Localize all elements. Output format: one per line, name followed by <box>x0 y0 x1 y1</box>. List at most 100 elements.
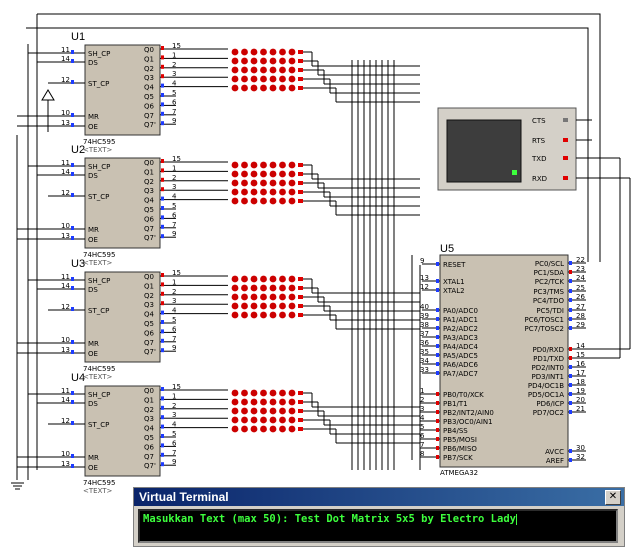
pin-state-indicator <box>569 289 572 293</box>
led-dot <box>241 197 248 205</box>
led-dot <box>260 48 267 56</box>
pin-number: 6 <box>172 325 177 333</box>
pin-number: 9 <box>172 230 176 238</box>
pin-label: PC2/TCK <box>535 278 565 286</box>
led-dot <box>250 425 258 433</box>
terminal-output: Masukkan Text (max 50): Test Dot Matrix … <box>143 513 516 525</box>
pin-number: 26 <box>576 293 585 301</box>
pin-number: 35 <box>420 348 429 356</box>
pin-number: 12 <box>61 189 70 197</box>
led-dot <box>250 179 258 187</box>
pin-state-indicator <box>569 365 572 369</box>
pin-label: Q3 <box>144 301 154 309</box>
pin-state-indicator <box>436 262 439 266</box>
pin-state-indicator <box>436 335 439 339</box>
pin-number: 10 <box>61 450 70 458</box>
pin-state-indicator <box>161 443 164 448</box>
led-dot <box>250 197 258 205</box>
terminal-screen[interactable]: Masukkan Text (max 50): Test Dot Matrix … <box>138 509 618 543</box>
pin-state-indicator <box>161 111 164 116</box>
pin-label: MR <box>88 226 99 234</box>
pin-label: PA7/ADC7 <box>443 370 478 378</box>
pin-state-indicator <box>161 273 164 277</box>
pin-label: Q2 <box>144 178 154 186</box>
pin-number: 23 <box>576 265 585 273</box>
pin-state-indicator <box>298 286 303 290</box>
led-dot <box>241 416 248 424</box>
pin-label: Q1 <box>144 396 154 404</box>
pin-label: DS <box>88 286 98 294</box>
pin-state-indicator <box>161 415 164 420</box>
led-dot <box>269 197 277 205</box>
pin-number: 8 <box>420 450 424 458</box>
pin-state-indicator <box>71 50 74 54</box>
pin-number: 19 <box>576 387 585 395</box>
pin-number: 10 <box>61 222 70 230</box>
pin-label: Q1 <box>144 168 154 176</box>
shift-register-ref: U4 <box>71 372 85 384</box>
led-dot <box>288 75 296 83</box>
led-dot <box>260 425 267 433</box>
shift-register-3[interactable] <box>84 271 161 363</box>
led-dot <box>231 84 239 92</box>
pin-number: 20 <box>576 396 585 404</box>
shift-register-4[interactable] <box>84 385 161 477</box>
terminal-pin-label: RTS <box>532 137 546 145</box>
led-dot <box>288 284 296 292</box>
microcontroller[interactable] <box>439 254 569 468</box>
pin-state-indicator <box>436 446 439 450</box>
led-dot <box>231 48 239 56</box>
shift-register-1[interactable] <box>84 44 161 136</box>
pin-state-indicator <box>436 392 439 396</box>
pin-state-indicator <box>569 458 572 462</box>
led-dot <box>250 84 258 92</box>
pin-number: 30 <box>576 444 585 452</box>
pin-state-indicator <box>569 279 572 283</box>
pin-state-indicator <box>71 236 74 240</box>
pin-label: PC3/TMS <box>533 288 564 296</box>
pin-state-indicator <box>569 374 572 378</box>
pin-label: SH_CP <box>88 163 110 171</box>
pin-number: 1 <box>172 278 176 286</box>
pin-number: 11 <box>61 273 70 281</box>
pin-label: MR <box>88 454 99 462</box>
pin-label: ST_CP <box>88 80 109 88</box>
virtual-terminal-titlebar[interactable]: Virtual Terminal ✕ <box>134 488 624 506</box>
led-dot <box>250 311 258 319</box>
led-dot <box>288 84 296 92</box>
pin-state-indicator <box>298 59 303 63</box>
led-dot <box>279 275 286 283</box>
led-dot <box>269 188 277 196</box>
close-button[interactable]: ✕ <box>605 490 621 505</box>
led-dot <box>288 407 296 415</box>
shift-register-2[interactable] <box>84 157 161 249</box>
pin-state-indicator <box>161 187 164 192</box>
pin-label: Q6 <box>144 102 155 110</box>
pin-number: 7 <box>172 449 176 457</box>
virtual-terminal-window[interactable]: Virtual Terminal ✕ Masukkan Text (max 50… <box>133 487 625 547</box>
led-dot <box>260 197 267 205</box>
pin-state-indicator <box>161 168 164 173</box>
pin-label: PC1/SDA <box>534 269 565 277</box>
pin-label: PD5/OC1A <box>528 391 564 399</box>
led-dot <box>269 179 277 187</box>
pin-state-indicator <box>436 410 439 414</box>
led-dot <box>241 57 248 65</box>
microcontroller-ref: U5 <box>440 243 454 255</box>
pin-label: Q2 <box>144 406 154 414</box>
pin-number: 12 <box>420 283 429 291</box>
led-dot <box>250 188 258 196</box>
led-dot <box>231 425 239 433</box>
pin-state-indicator <box>71 277 74 281</box>
pin-state-indicator <box>298 50 303 54</box>
pin-state-indicator <box>436 288 439 292</box>
pin-number: 15 <box>172 42 181 50</box>
led-dot <box>288 398 296 406</box>
pin-state-indicator <box>298 181 303 185</box>
pin-label: Q5 <box>144 434 154 442</box>
pin-number: 15 <box>172 383 181 391</box>
pin-label: Q4 <box>144 197 155 205</box>
led-dot <box>279 407 286 415</box>
led-dot <box>250 170 258 178</box>
